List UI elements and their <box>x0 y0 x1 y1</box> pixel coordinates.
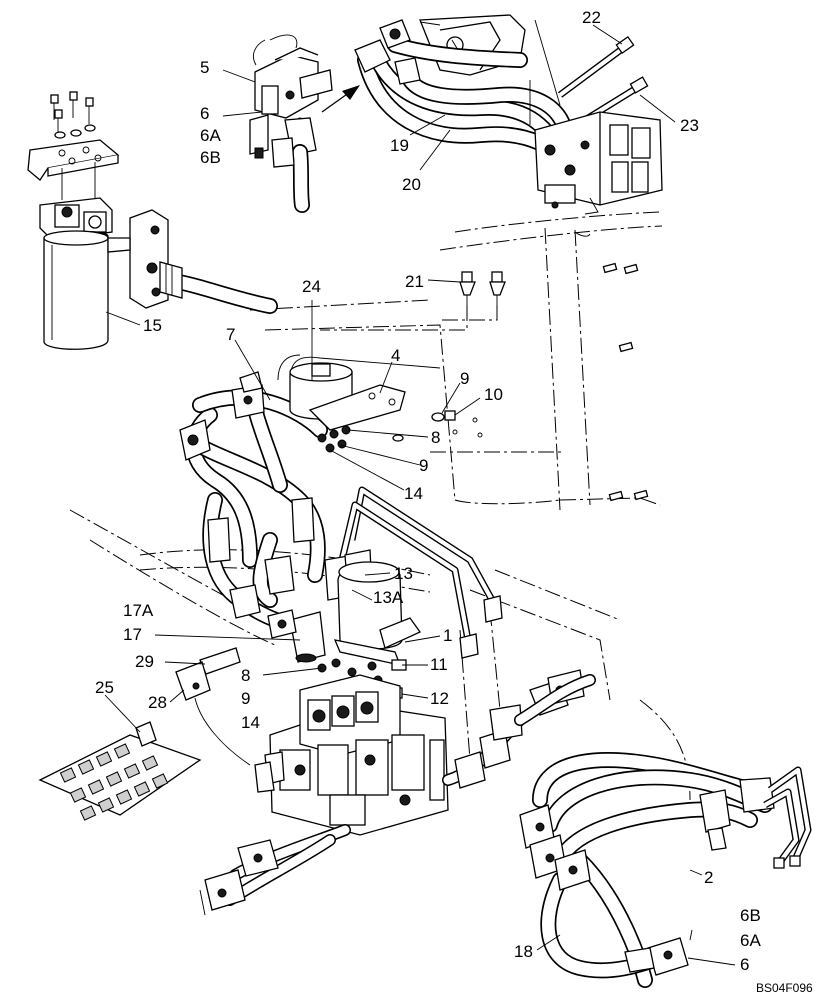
hose-routing-detail <box>519 752 812 988</box>
callout-leader-lines <box>104 24 736 966</box>
callout-6-bottom: 6 <box>740 955 749 974</box>
coupler-valve-detail <box>249 34 360 213</box>
callout-8-lower: 8 <box>241 666 250 685</box>
hydraulic-filter-assembly <box>27 91 278 350</box>
callout-6a-bottom: 6A <box>740 931 761 950</box>
callout-25: 25 <box>95 678 114 697</box>
callout-6b-bottom: 6B <box>740 906 761 925</box>
callout-9-lower: 9 <box>241 689 250 708</box>
auxiliary-valve-assembly <box>354 14 663 215</box>
mounting-bolts <box>50 91 96 139</box>
main-hose-routing <box>179 354 503 659</box>
callout-19: 19 <box>390 136 409 155</box>
callout-15: 15 <box>143 316 162 335</box>
callout-21: 21 <box>405 272 424 291</box>
callout-2: 2 <box>704 868 713 887</box>
callout-23: 23 <box>680 116 699 135</box>
callout-4: 4 <box>391 346 400 365</box>
callout-14-upper: 14 <box>404 484 423 503</box>
callout-18: 18 <box>514 942 533 961</box>
fittings-part-21 <box>320 231 649 502</box>
switch-buttons <box>59 743 169 821</box>
callout-22: 22 <box>582 8 601 27</box>
callout-8-upper: 8 <box>431 428 440 447</box>
callout-14-lower: 14 <box>241 713 260 732</box>
switch-panel <box>38 721 202 821</box>
callout-5: 5 <box>200 58 209 77</box>
callout-29: 29 <box>135 652 154 671</box>
loader-control-valve <box>199 669 596 916</box>
callout-17a: 17A <box>123 601 154 620</box>
callout-9-upper: 9 <box>460 369 469 388</box>
drawing-code: BS04F096 <box>756 981 813 995</box>
callout-28: 28 <box>148 693 167 712</box>
callout-6a: 6A <box>200 126 221 145</box>
callout-11: 11 <box>430 655 448 674</box>
reservoir-and-mounting-bracket <box>175 362 483 766</box>
callout-10: 10 <box>484 385 503 404</box>
callout-9-middle: 9 <box>419 456 428 475</box>
callout-labels: 5 6 6A 6B 22 23 19 20 21 15 24 7 4 9 10 … <box>95 8 761 974</box>
callout-1: 1 <box>443 626 452 645</box>
callout-6b: 6B <box>200 148 221 167</box>
callout-13a: 13A <box>373 588 404 607</box>
callout-13: 13 <box>394 564 413 583</box>
callout-24: 24 <box>302 277 321 296</box>
callout-17: 17 <box>123 625 142 644</box>
callout-6: 6 <box>200 104 209 123</box>
callout-20: 20 <box>402 175 421 194</box>
callout-12: 12 <box>430 689 449 708</box>
callout-7: 7 <box>226 325 235 344</box>
